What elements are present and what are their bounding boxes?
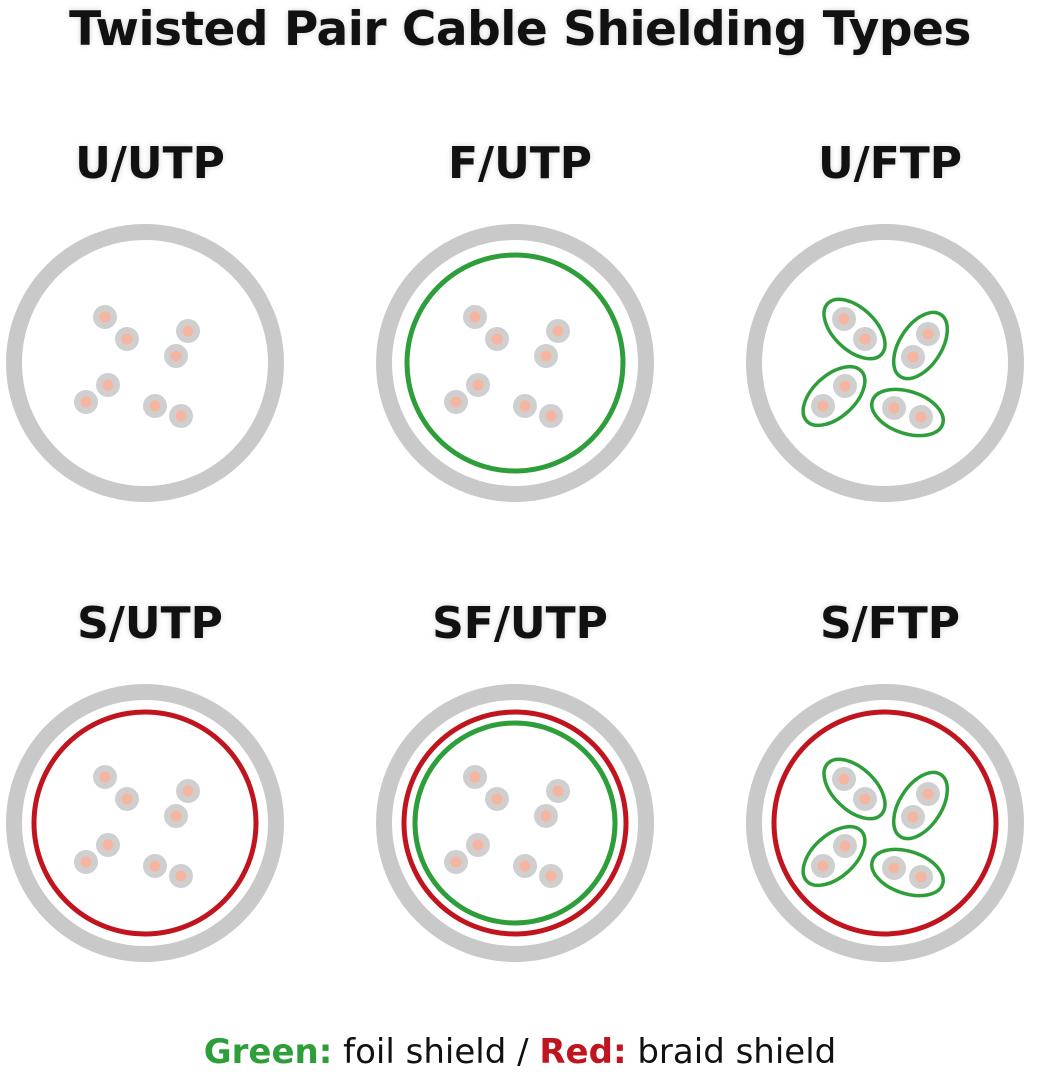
conductor-core (519, 400, 531, 412)
cable-f-utp: F/UTP (370, 138, 670, 538)
pair-foil-shield (822, 757, 887, 821)
conductor-core (545, 410, 557, 422)
cable-jacket (746, 684, 1024, 962)
conductor-core (102, 379, 114, 391)
conductor-core (99, 311, 111, 323)
pair-foil-shield (891, 770, 950, 841)
braid-shield (771, 709, 999, 937)
cable-label: S/FTP (819, 598, 961, 649)
cable-u-ftp: U/FTP (740, 138, 1040, 538)
conductor-core (817, 400, 829, 412)
cable-sf-utp: SF/UTP (370, 598, 670, 998)
conductor-core (450, 396, 462, 408)
conductor-core (450, 856, 462, 868)
cable-label: S/UTP (77, 598, 223, 649)
conductor-core (472, 379, 484, 391)
legend: Green: foil shield / Red: braid shield (0, 1032, 1040, 1072)
cable-label: U/FTP (817, 138, 963, 189)
conductor-core (519, 860, 531, 872)
conductor-core (915, 871, 927, 883)
conductor-core (922, 788, 934, 800)
conductor-core (99, 771, 111, 783)
conductor-core (922, 328, 934, 340)
conductor-core (175, 410, 187, 422)
conductor-core (859, 793, 871, 805)
conductor-core (907, 811, 919, 823)
pair-foil-shield (870, 847, 945, 898)
cable-cross-section (746, 684, 1024, 962)
conductor-core (175, 870, 187, 882)
conductor-core (838, 773, 850, 785)
conductor-core (552, 785, 564, 797)
conductor-core (552, 325, 564, 337)
conductor-core (545, 870, 557, 882)
conductor-core (170, 810, 182, 822)
conductor-core (915, 411, 927, 423)
pair-foil-shield (801, 364, 867, 428)
cable-jacket (6, 684, 284, 962)
cable-jacket (376, 684, 654, 962)
conductor-core (121, 333, 133, 345)
cable-jacket (6, 224, 284, 502)
legend-green-label: Green: (203, 1032, 333, 1072)
conductor-core (121, 793, 133, 805)
cable-s-utp: S/UTP (0, 598, 300, 998)
foil-shield (404, 252, 626, 474)
cable-cross-section (376, 224, 654, 502)
legend-red-label: Red: (539, 1032, 627, 1072)
conductor-core (540, 810, 552, 822)
cable-cross-section (746, 224, 1024, 502)
braid-shield (31, 709, 259, 937)
braid-shield (401, 709, 629, 937)
cable-label: U/UTP (75, 138, 225, 189)
conductor-core (838, 313, 850, 325)
legend-red-text: braid shield (626, 1032, 837, 1072)
conductor-core (491, 793, 503, 805)
conductor-core (888, 862, 900, 874)
pair-foil-shield (822, 297, 887, 361)
pair-foil-shield (891, 310, 950, 381)
conductor-core (859, 333, 871, 345)
conductor-core (149, 400, 161, 412)
cable-cross-section (6, 224, 284, 502)
conductor-core (540, 350, 552, 362)
cable-s-ftp: S/FTP (740, 598, 1040, 998)
cable-cross-section (376, 684, 654, 962)
conductor-core (469, 771, 481, 783)
foil-shield (412, 720, 618, 926)
pair-foil-shield (801, 824, 867, 888)
conductor-core (102, 839, 114, 851)
conductor-core (149, 860, 161, 872)
pair-foil-shield (870, 387, 945, 438)
conductor-core (817, 860, 829, 872)
conductor-core (888, 402, 900, 414)
conductor-core (182, 785, 194, 797)
conductor-core (491, 333, 503, 345)
cable-u-utp: U/UTP (0, 138, 300, 538)
conductor-core (839, 380, 851, 392)
conductor-core (469, 311, 481, 323)
cable-jacket (376, 224, 654, 502)
conductor-core (839, 840, 851, 852)
cable-label: F/UTP (447, 138, 593, 189)
legend-green-text: foil shield / (332, 1032, 540, 1072)
cable-label: SF/UTP (432, 598, 608, 649)
diagram-title: Twisted Pair Cable Shielding Types (69, 2, 971, 57)
conductor-core (170, 350, 182, 362)
cable-cross-section (6, 684, 284, 962)
conductor-core (472, 839, 484, 851)
conductor-core (80, 856, 92, 868)
conductor-core (907, 351, 919, 363)
cable-jacket (746, 224, 1024, 502)
conductor-core (182, 325, 194, 337)
conductor-core (80, 396, 92, 408)
